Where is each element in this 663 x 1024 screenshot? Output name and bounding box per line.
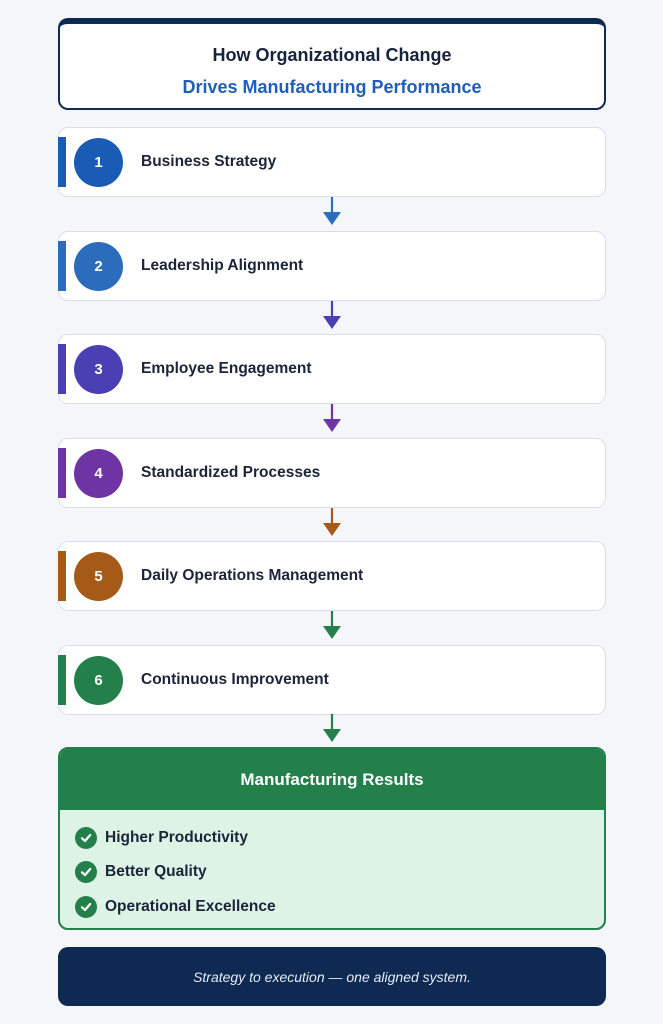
step-label: Leadership Alignment bbox=[141, 257, 304, 274]
result-item-productivity: Higher Productivity bbox=[75, 826, 248, 850]
page-subtitle: Drives Manufacturing Performance bbox=[182, 77, 482, 97]
step-accent-bar bbox=[58, 241, 66, 291]
flow-arrow-down-icon bbox=[323, 508, 341, 536]
result-label: Operational Excellence bbox=[105, 898, 276, 915]
flow-arrow-down-icon bbox=[323, 301, 341, 329]
step-standardized-processes: 4 Standardized Processes bbox=[58, 438, 606, 508]
step-accent-bar bbox=[58, 551, 66, 601]
check-circle-icon bbox=[75, 861, 97, 883]
flow-arrow-down-icon bbox=[323, 714, 341, 742]
step-number-badge: 3 bbox=[74, 345, 123, 394]
step-accent-bar bbox=[58, 344, 66, 394]
result-label: Better Quality bbox=[105, 863, 207, 880]
step-employee-engagement: 3 Employee Engagement bbox=[58, 334, 606, 404]
flow-arrow-down-icon bbox=[323, 611, 341, 639]
step-label: Standardized Processes bbox=[141, 464, 321, 481]
flow-arrow-down-icon bbox=[323, 404, 341, 432]
step-label: Continuous Improvement bbox=[141, 671, 329, 688]
check-circle-icon bbox=[75, 896, 97, 918]
results-panel: Manufacturing Results Higher Productivit… bbox=[58, 747, 606, 930]
page-title: How Organizational Change bbox=[212, 45, 452, 65]
step-number-badge: 4 bbox=[74, 449, 123, 498]
step-daily-operations: 5 Daily Operations Management bbox=[58, 541, 606, 611]
check-circle-icon bbox=[75, 827, 97, 849]
result-label: Higher Productivity bbox=[105, 829, 248, 846]
step-accent-bar bbox=[58, 448, 66, 498]
step-label: Employee Engagement bbox=[141, 360, 312, 377]
step-accent-bar bbox=[58, 137, 66, 187]
step-leadership-alignment: 2 Leadership Alignment bbox=[58, 231, 606, 301]
title-box: How Organizational Change Drives Manufac… bbox=[58, 18, 606, 110]
flow-arrow-down-icon bbox=[323, 197, 341, 225]
step-number-badge: 1 bbox=[74, 138, 123, 187]
step-continuous-improvement: 6 Continuous Improvement bbox=[58, 645, 606, 715]
step-business-strategy: 1 Business Strategy bbox=[58, 127, 606, 197]
step-accent-bar bbox=[58, 655, 66, 705]
footer-tagline: Strategy to execution — one aligned syst… bbox=[58, 947, 606, 1006]
results-title: Manufacturing Results bbox=[60, 749, 604, 810]
result-item-excellence: Operational Excellence bbox=[75, 895, 276, 919]
step-number-badge: 2 bbox=[74, 242, 123, 291]
step-label: Business Strategy bbox=[141, 153, 277, 170]
step-number-badge: 6 bbox=[74, 656, 123, 705]
step-label: Daily Operations Management bbox=[141, 567, 364, 584]
result-item-quality: Better Quality bbox=[75, 860, 207, 884]
step-number-badge: 5 bbox=[74, 552, 123, 601]
